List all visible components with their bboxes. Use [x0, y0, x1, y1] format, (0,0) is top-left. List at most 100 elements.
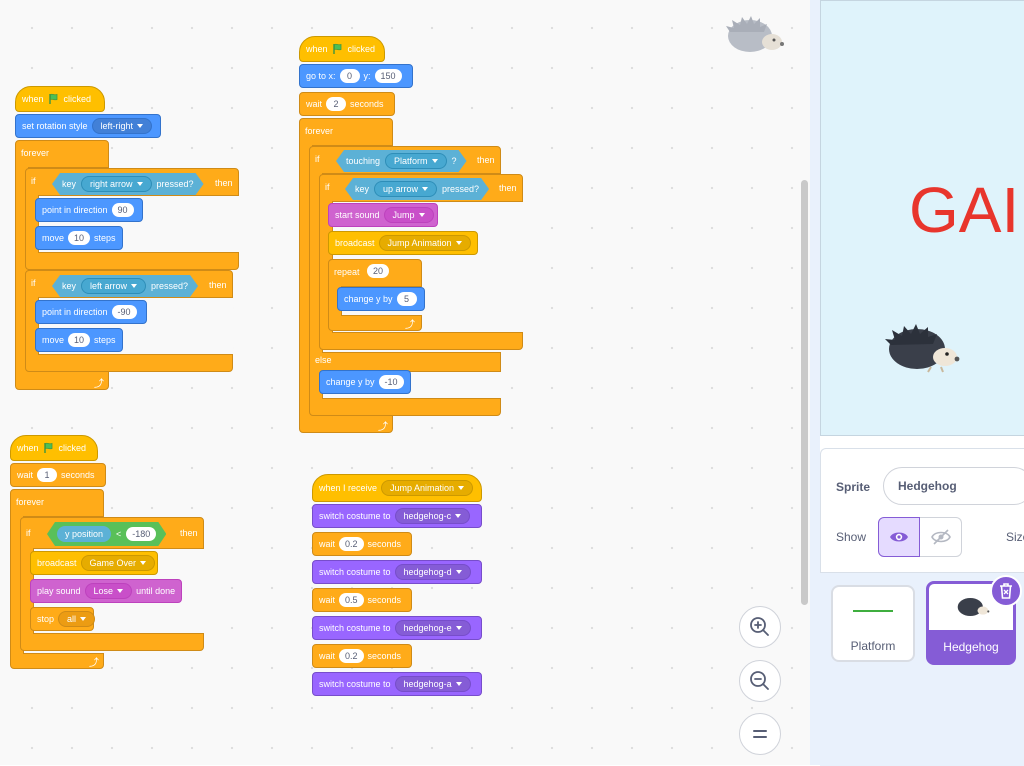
- chevron-down-icon: [80, 617, 87, 621]
- play-sound-until-done-block[interactable]: play sound Lose until done: [30, 579, 182, 603]
- loop-arrow-icon: ⤴: [405, 320, 415, 331]
- direction-input[interactable]: -90: [111, 305, 137, 319]
- code-workspace[interactable]: when clicked set rotation style left-rig…: [0, 0, 810, 765]
- when-i-receive-block[interactable]: when I receive Jump Animation: [312, 474, 482, 502]
- loop-arrow-icon: ⤴: [378, 422, 388, 433]
- chevron-down-icon: [455, 570, 462, 574]
- sprite-list: Platform Hedgehog: [820, 572, 1024, 766]
- costume-dropdown[interactable]: hedgehog-e: [394, 620, 471, 636]
- loop-arrow-icon: ⤴: [94, 379, 104, 390]
- workspace-scrollbar[interactable]: [801, 180, 808, 605]
- zoom-out-button[interactable]: [739, 660, 781, 702]
- hedgehog-sprite-icon[interactable]: [883, 321, 963, 377]
- key-pressed-condition[interactable]: key up arrow pressed?: [345, 178, 489, 200]
- repeat-input[interactable]: 20: [367, 264, 390, 278]
- wait-seconds-block[interactable]: wait 0.2 seconds: [312, 644, 412, 668]
- eye-slash-icon: [930, 529, 951, 545]
- wait-seconds-block[interactable]: wait 0.5 seconds: [312, 588, 412, 612]
- stop-block[interactable]: stop all: [30, 607, 96, 631]
- move-steps-block[interactable]: move 10 steps: [35, 226, 123, 250]
- stage[interactable]: GAI: [820, 0, 1024, 436]
- y-position-reporter[interactable]: y position: [57, 526, 111, 542]
- wait-seconds-block[interactable]: wait 0.2 seconds: [312, 532, 412, 556]
- key-pressed-condition[interactable]: key right arrow pressed?: [52, 173, 204, 195]
- rotation-dropdown[interactable]: left-right: [91, 118, 153, 134]
- sprite-tile-platform[interactable]: Platform: [831, 585, 915, 662]
- x-input[interactable]: 0: [339, 69, 360, 83]
- broadcast-block[interactable]: broadcast Jump Animation: [328, 231, 478, 255]
- sound-dropdown[interactable]: Jump: [383, 207, 434, 223]
- show-hidden-button[interactable]: [920, 517, 962, 557]
- broadcast-block[interactable]: broadcast Game Over: [30, 551, 158, 575]
- switch-costume-block[interactable]: switch costume to hedgehog-c: [312, 504, 482, 528]
- touching-condition[interactable]: touching Platform ?: [336, 150, 467, 172]
- less-than-operator[interactable]: y position < -180: [47, 522, 166, 546]
- wait-input[interactable]: 0.5: [339, 593, 364, 607]
- message-dropdown[interactable]: Jump Animation: [381, 480, 474, 496]
- go-to-xy-block[interactable]: go to x: 0 y: 150: [299, 64, 413, 88]
- sound-dropdown[interactable]: Lose: [84, 583, 133, 599]
- sprite-tile-hedgehog[interactable]: Hedgehog: [926, 581, 1016, 665]
- sprite-label: Sprite: [836, 480, 871, 494]
- chevron-down-icon: [455, 682, 462, 686]
- costume-dropdown[interactable]: hedgehog-d: [394, 564, 471, 580]
- change-y-block[interactable]: change y by -10: [319, 370, 411, 394]
- steps-input[interactable]: 10: [68, 333, 91, 347]
- chevron-down-icon: [117, 589, 124, 593]
- costume-dropdown[interactable]: hedgehog-a: [394, 676, 471, 692]
- zoom-in-button[interactable]: [739, 606, 781, 648]
- chevron-down-icon: [140, 561, 147, 565]
- loop-arrow-icon: ⤴: [89, 658, 99, 669]
- sprite-name-input[interactable]: Hedgehog: [883, 467, 1024, 505]
- key-dropdown[interactable]: up arrow: [374, 181, 437, 197]
- wait-input[interactable]: 0.2: [339, 649, 364, 663]
- chevron-down-icon: [418, 213, 425, 217]
- switch-costume-block[interactable]: switch costume to hedgehog-d: [312, 560, 482, 584]
- key-pressed-condition[interactable]: key left arrow pressed?: [52, 275, 198, 297]
- set-rotation-style-block[interactable]: set rotation style left-right: [15, 114, 161, 138]
- broadcast-dropdown[interactable]: Game Over: [80, 555, 156, 571]
- switch-costume-block[interactable]: switch costume to hedgehog-e: [312, 616, 482, 640]
- steps-input[interactable]: 10: [68, 231, 91, 245]
- key-dropdown[interactable]: left arrow: [81, 278, 146, 294]
- green-flag-icon: [332, 43, 341, 54]
- wait-input[interactable]: 2: [326, 97, 347, 111]
- wait-seconds-block[interactable]: wait 2 seconds: [299, 92, 395, 116]
- zoom-reset-button[interactable]: [739, 713, 781, 755]
- chevron-down-icon: [455, 514, 462, 518]
- switch-costume-block[interactable]: switch costume to hedgehog-a: [312, 672, 482, 696]
- when-flag-clicked-block[interactable]: when clicked: [299, 36, 385, 62]
- point-in-direction-block[interactable]: point in direction -90: [35, 300, 147, 324]
- wait-seconds-block[interactable]: wait 1 seconds: [10, 463, 106, 487]
- zoom-out-icon: [750, 671, 769, 690]
- compare-value-input[interactable]: -180: [126, 527, 156, 541]
- green-flag-icon: [48, 93, 57, 104]
- then-label: then: [499, 183, 517, 193]
- change-y-input[interactable]: -10: [378, 375, 404, 389]
- when-flag-clicked-block[interactable]: when clicked: [15, 86, 105, 112]
- trash-icon: [1000, 583, 1012, 599]
- delete-sprite-button[interactable]: [990, 575, 1022, 607]
- show-visible-button[interactable]: [878, 517, 920, 557]
- when-flag-clicked-block[interactable]: when clicked: [10, 435, 98, 461]
- costume-dropdown[interactable]: hedgehog-c: [394, 508, 471, 524]
- start-sound-block[interactable]: start sound Jump: [328, 203, 438, 227]
- chevron-down-icon: [432, 159, 438, 163]
- wait-input[interactable]: 1: [37, 468, 58, 482]
- move-steps-block[interactable]: move 10 steps: [35, 328, 123, 352]
- then-label: then: [215, 178, 233, 188]
- change-y-block[interactable]: change y by 5: [337, 287, 425, 311]
- stop-dropdown[interactable]: all: [58, 611, 96, 627]
- broadcast-dropdown[interactable]: Jump Animation: [378, 235, 471, 251]
- chevron-down-icon: [458, 486, 465, 490]
- key-dropdown[interactable]: right arrow: [81, 176, 152, 192]
- change-y-input[interactable]: 5: [396, 292, 417, 306]
- wait-input[interactable]: 0.2: [339, 537, 364, 551]
- y-input[interactable]: 150: [374, 69, 402, 83]
- point-in-direction-block[interactable]: point in direction 90: [35, 198, 143, 222]
- chevron-down-icon: [455, 241, 462, 245]
- chevron-down-icon: [137, 124, 144, 128]
- touching-dropdown[interactable]: Platform: [385, 153, 447, 169]
- direction-input[interactable]: 90: [111, 203, 134, 217]
- hedgehog-thumbnail-icon: [957, 598, 990, 616]
